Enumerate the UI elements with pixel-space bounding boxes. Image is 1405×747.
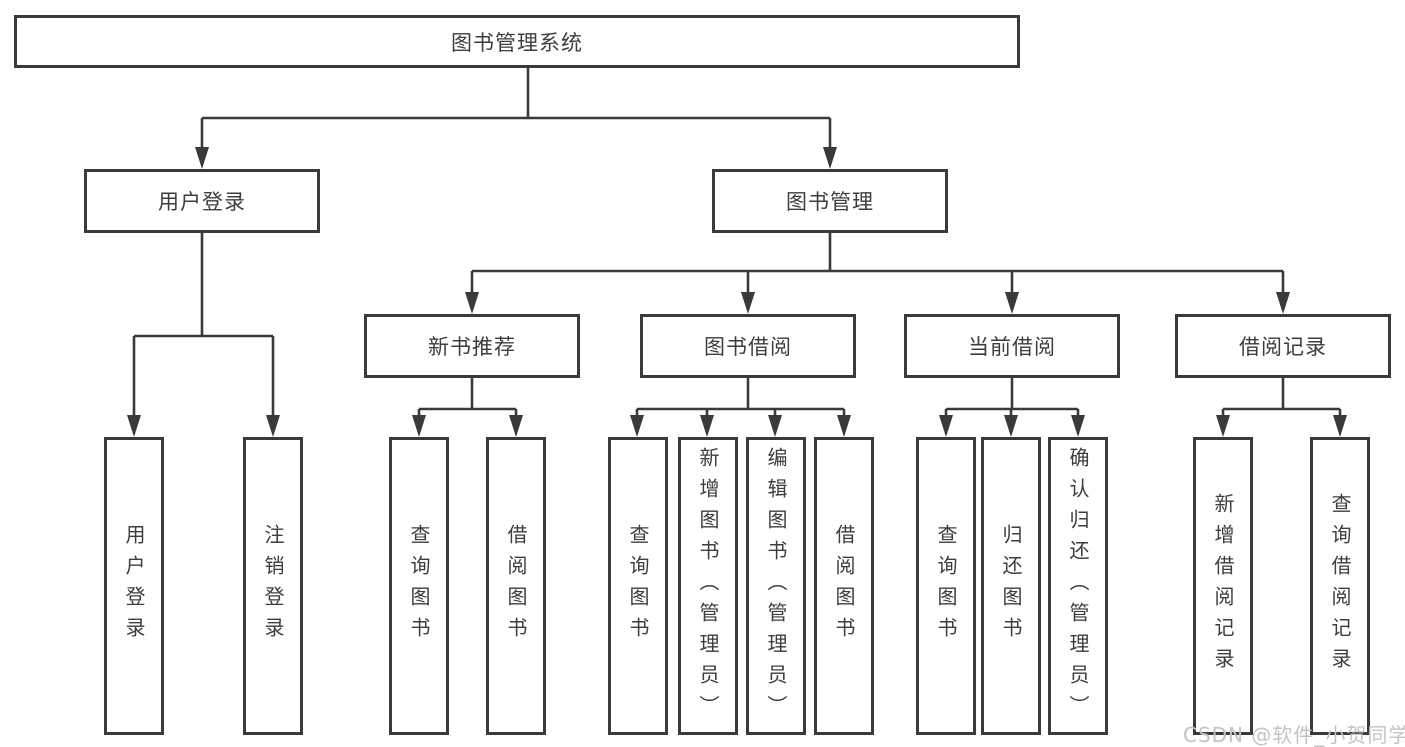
node-label: 查询图书 (626, 524, 650, 648)
node-label: 图书借阅 (704, 335, 792, 359)
node-label: 归还图书 (999, 524, 1023, 648)
node-label: 查询图书 (407, 524, 431, 648)
node-label: 图书管理 (786, 190, 874, 214)
leaf-query-books-recommend: 查询图书 (389, 437, 449, 735)
node-label: 当前借阅 (968, 335, 1056, 359)
leaf-return-books: 归还图书 (981, 437, 1041, 735)
node-library-management-system: 图书管理系统 (14, 15, 1020, 68)
leaf-logout: 注销登录 (243, 437, 303, 735)
leaf-confirm-return-admin: 确认归还（管理员） (1048, 437, 1108, 735)
node-label: 编辑图书（管理员） (764, 446, 788, 726)
node-label: 用户登录 (122, 524, 146, 648)
node-label: 新书推荐 (428, 335, 516, 359)
node-label: 查询借阅记录 (1328, 493, 1352, 679)
node-label: 用户登录 (158, 190, 246, 214)
csdn-watermark: CSDN @软件_小贺同学 (1183, 723, 1405, 747)
node-label: 查询图书 (934, 524, 958, 648)
node-borrowing-records: 借阅记录 (1175, 314, 1391, 378)
node-book-management: 图书管理 (712, 169, 948, 233)
node-new-book-recommendation: 新书推荐 (364, 314, 580, 378)
leaf-user-login: 用户登录 (104, 437, 164, 735)
node-current-borrowing: 当前借阅 (904, 314, 1120, 378)
node-book-borrowing: 图书借阅 (640, 314, 856, 378)
node-label: 新增图书（管理员） (696, 446, 720, 726)
node-label: 借阅图书 (832, 524, 856, 648)
leaf-borrow-books-borrowing: 借阅图书 (814, 437, 874, 735)
node-label: 借阅记录 (1239, 335, 1327, 359)
node-label: 注销登录 (261, 524, 285, 648)
node-user-login-group: 用户登录 (84, 169, 320, 233)
leaf-add-book-admin: 新增图书（管理员） (678, 437, 738, 735)
node-label: 借阅图书 (504, 524, 528, 648)
leaf-query-books-borrowing: 查询图书 (608, 437, 668, 735)
node-label: 新增借阅记录 (1211, 493, 1235, 679)
node-label: 图书管理系统 (451, 30, 583, 55)
leaf-query-books-current: 查询图书 (916, 437, 976, 735)
leaf-query-borrow-record: 查询借阅记录 (1310, 437, 1370, 735)
leaf-borrow-books-recommend: 借阅图书 (486, 437, 546, 735)
leaf-add-borrow-record: 新增借阅记录 (1193, 437, 1253, 735)
leaf-edit-book-admin: 编辑图书（管理员） (746, 437, 806, 735)
node-label: 确认归还（管理员） (1066, 446, 1090, 726)
